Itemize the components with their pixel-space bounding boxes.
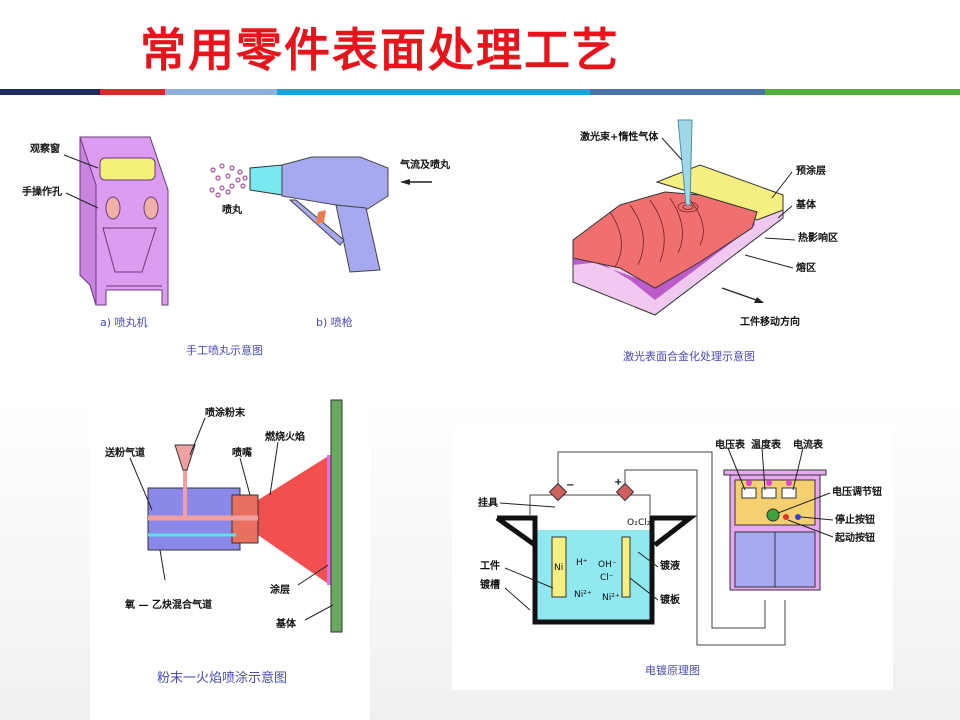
- hand-hole: [105, 196, 121, 220]
- header-bar-segment: [165, 89, 277, 95]
- chem-ni2b: Ni²⁺: [602, 593, 620, 603]
- label-haz: 热影响区: [798, 231, 838, 244]
- header-bar-segment: [0, 89, 100, 95]
- label-workpiece: 工件: [480, 559, 500, 572]
- label-voltmeter: 电压表: [715, 438, 746, 451]
- caption-shot-peening: 手工喷丸示意图: [186, 343, 263, 357]
- hand-hole: [143, 196, 159, 220]
- gun-handle: [335, 204, 381, 273]
- label-start-button: 起动按钮: [834, 531, 875, 544]
- substrate-wall: [330, 399, 343, 633]
- electroplating-diagram: − + Ni H⁺ Ni²⁺ OH⁻ Cl⁻ Ni²⁺ O₂ Cl₂ 电: [478, 438, 882, 677]
- label-voltage-knob: 电压调节钮: [832, 485, 882, 498]
- direction-arrow: [721, 287, 763, 303]
- chem-oh: OH⁻: [598, 560, 617, 570]
- workpiece: [551, 536, 567, 598]
- stop-button[interactable]: [795, 514, 801, 520]
- chem-o2: O₂: [627, 518, 638, 528]
- voltmeter: [741, 487, 757, 499]
- chem-cl2: Cl₂: [638, 518, 651, 528]
- shot-peening-diagram: 观察窗 手操作孔 喷丸 气流及喷丸 a) 喷丸机 b) 喷枪 手工喷丸示意图: [22, 136, 451, 357]
- caption-electroplating: 电镀原理图: [645, 663, 700, 677]
- label-shot: 喷丸: [222, 203, 243, 216]
- label-hand-hole: 手操作孔: [22, 185, 62, 198]
- chem-h: H⁺: [576, 558, 588, 568]
- label-precoat: 预涂层: [796, 164, 826, 177]
- plus-sign: +: [614, 477, 622, 488]
- header-bar-segment: [590, 89, 765, 95]
- chem-cl: Cl⁻: [600, 573, 614, 583]
- label-plate: 镀板: [660, 593, 681, 606]
- header-bar-segment: [765, 89, 960, 95]
- gun-trigger: [316, 210, 326, 224]
- label-coating: 涂层: [270, 583, 290, 596]
- subcaption-a: a) 喷丸机: [100, 315, 148, 329]
- flame-spray-diagram: 喷涂粉末 送粉气道 喷嘴 燃烧火焰 氧 — 乙炔混合气道 涂层 基体 粉末一火焰…: [104, 399, 343, 686]
- label-laser-beam: 激光束+惰性气体: [580, 130, 659, 143]
- label-direction: 工件移动方向: [740, 315, 800, 328]
- melt-zone: [572, 191, 758, 289]
- label-powder-channel: 送粉气道: [104, 446, 145, 459]
- label-melt: 熔区: [796, 261, 816, 274]
- label-substrate: 基体: [275, 617, 297, 630]
- plating-tank: [495, 515, 698, 625]
- minus-sign: −: [566, 480, 574, 491]
- voltage-knob[interactable]: [766, 508, 780, 522]
- terminal-negative: [548, 482, 568, 502]
- gun-nozzle: [249, 164, 283, 196]
- label-substrate: 基体: [795, 198, 817, 211]
- label-hanger: 挂具: [478, 496, 498, 509]
- laser-alloying-diagram: 激光束+惰性气体 预涂层 基体 热影响区 熔区 工件移动方向 激光表面合金化处理…: [572, 119, 838, 363]
- caption-laser: 激光表面合金化处理示意图: [623, 349, 755, 363]
- gun-body: [281, 156, 389, 211]
- thermometer: [761, 487, 777, 499]
- label-powder: 喷涂粉末: [205, 406, 246, 419]
- laser-beam: [677, 119, 693, 206]
- start-button[interactable]: [783, 514, 789, 520]
- shot-particles: [209, 163, 248, 198]
- label-observation-window: 观察窗: [30, 142, 60, 155]
- label-stop-button: 停止按钮: [835, 513, 875, 526]
- observation-window: [99, 157, 156, 181]
- label-ammeter: 电流表: [793, 438, 824, 451]
- label-gas-channel: 氧 — 乙炔混合气道: [124, 598, 212, 611]
- panel-shot-peening: [0, 108, 462, 382]
- label-solution: 镀液: [660, 559, 680, 572]
- label-tank: 镀槽: [480, 578, 500, 591]
- chem-ni2: Ni²⁺: [574, 590, 592, 600]
- powder-hopper: [174, 444, 196, 471]
- ammeter: [781, 487, 797, 499]
- subcaption-b: b) 喷枪: [316, 315, 353, 329]
- header-bar-segment: [277, 89, 590, 95]
- label-nozzle: 喷嘴: [232, 446, 252, 459]
- label-airflow: 气流及喷丸: [399, 158, 451, 171]
- label-thermometer: 温度表: [751, 438, 782, 451]
- terminal-positive: [615, 482, 635, 502]
- caption-flame-spray: 粉末一火焰喷涂示意图: [157, 670, 287, 686]
- coating: [327, 455, 331, 585]
- header-bar-segment: [100, 89, 165, 95]
- anode-plate: [621, 536, 631, 598]
- label-flame: 燃烧火焰: [265, 430, 305, 443]
- chem-ni: Ni: [554, 563, 563, 573]
- slide-title: 常用零件表面处理工艺: [140, 23, 620, 77]
- flame: [258, 455, 330, 585]
